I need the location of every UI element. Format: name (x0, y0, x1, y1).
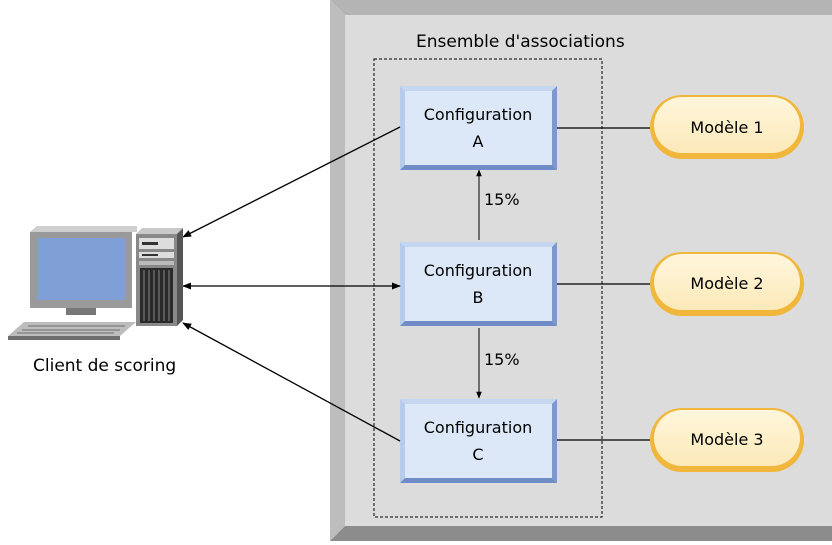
model-2-label: Modèle 2 (690, 274, 764, 293)
ensemble-title: Ensemble d'associations (416, 32, 625, 52)
config-c-line1: Configuration (423, 418, 533, 437)
model-3-label: Modèle 3 (690, 430, 764, 449)
percent-b-to-a: 15% (484, 190, 520, 209)
config-box-a (400, 86, 557, 170)
config-box-c (400, 399, 557, 483)
model-pill-3 (650, 408, 804, 472)
arrow-config-c-to-client (182, 322, 401, 442)
config-b-line2: B (472, 288, 484, 307)
model-pill-2 (650, 252, 804, 316)
config-c-line2: C (472, 445, 484, 464)
model-1-label: Modèle 1 (690, 118, 764, 137)
config-b-label: Configuration B (401, 257, 555, 311)
config-a-label: Configuration A (401, 101, 555, 155)
client-label: Client de scoring (33, 356, 177, 376)
config-c-label: Configuration C (401, 414, 555, 468)
model-pill-1 (650, 95, 804, 159)
config-a-line1: Configuration (423, 105, 533, 124)
config-b-line1: Configuration (423, 261, 533, 280)
arrow-config-a-to-client (182, 126, 401, 238)
percent-b-to-c: 15% (484, 350, 520, 369)
config-a-line2: A (472, 132, 484, 151)
config-box-b (400, 242, 557, 326)
desktop-computer-icon (8, 226, 183, 340)
